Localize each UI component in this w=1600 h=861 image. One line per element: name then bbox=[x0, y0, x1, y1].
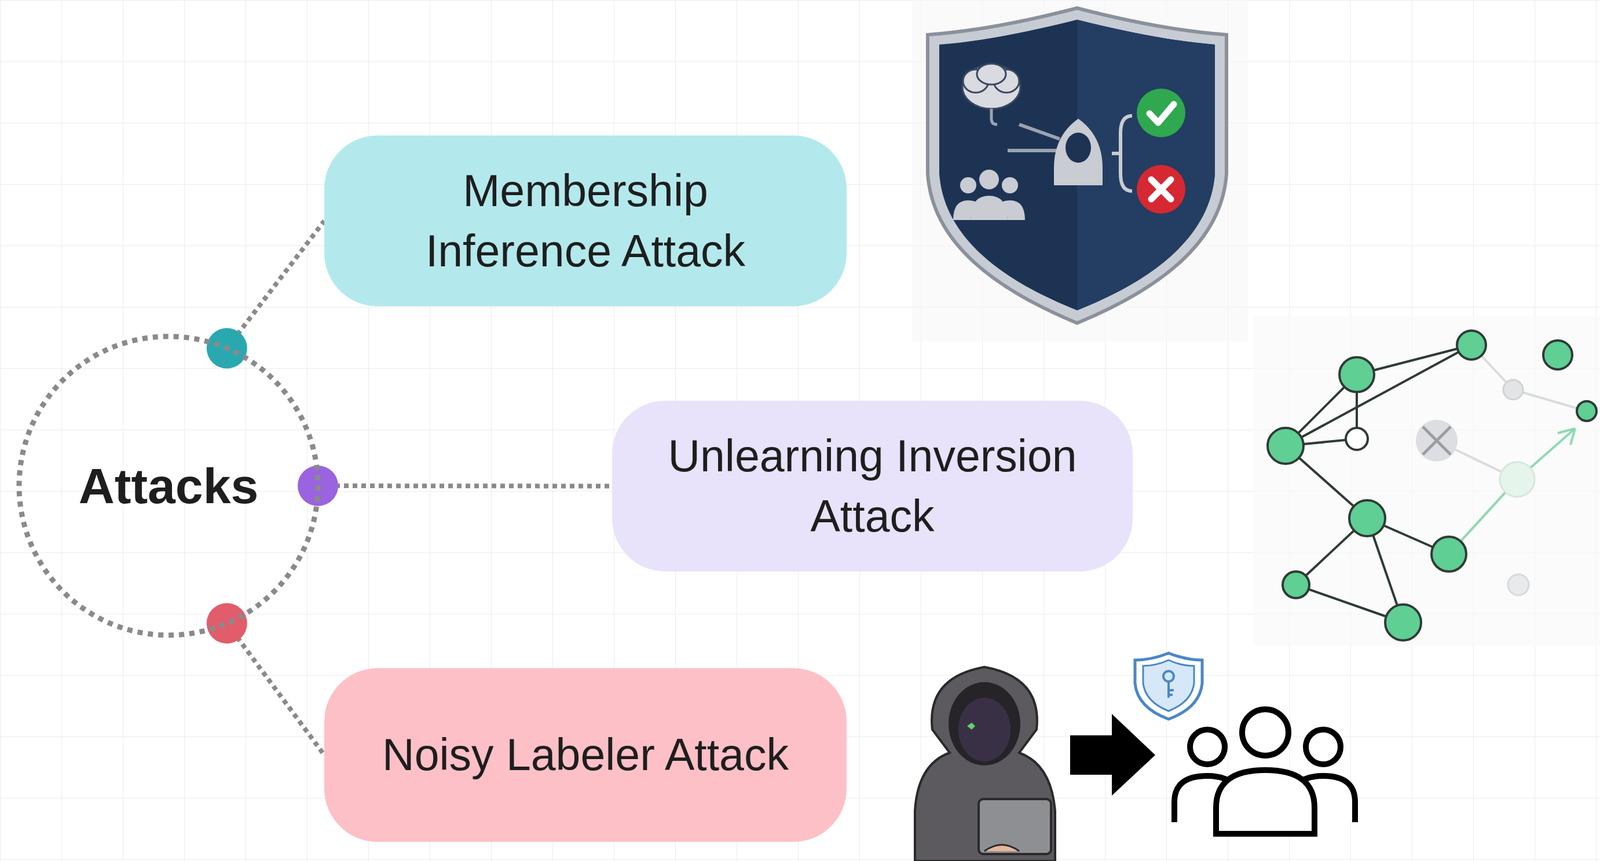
text-stack: Membership Inference Attack bbox=[376, 160, 794, 282]
dotted-connector bbox=[226, 623, 325, 756]
dotted-connector bbox=[226, 221, 325, 349]
text-stack: Noisy Labeler Attack bbox=[382, 725, 789, 786]
attack-box: Unlearning Inversion Attack bbox=[612, 400, 1133, 572]
dotted-connector bbox=[317, 483, 613, 489]
hub-label: Attacks bbox=[78, 452, 259, 520]
box-label: Noisy Labeler Attack bbox=[382, 725, 789, 786]
text-stack: Unlearning Inversion Attack bbox=[664, 426, 1082, 547]
hacker-illustration bbox=[914, 653, 1356, 861]
network-illustration bbox=[1253, 315, 1600, 646]
attack-box: Membership Inference Attack bbox=[324, 135, 847, 307]
connector-dot bbox=[206, 602, 248, 644]
text-stack: Attacks bbox=[78, 452, 259, 520]
box-label: Unlearning Inversion Attack bbox=[664, 426, 1082, 547]
box-label: Membership Inference Attack bbox=[376, 160, 794, 282]
shield-illustration bbox=[912, 0, 1248, 342]
attack-box: Noisy Labeler Attack bbox=[324, 668, 847, 842]
hub-circle: Attacks bbox=[15, 332, 322, 639]
